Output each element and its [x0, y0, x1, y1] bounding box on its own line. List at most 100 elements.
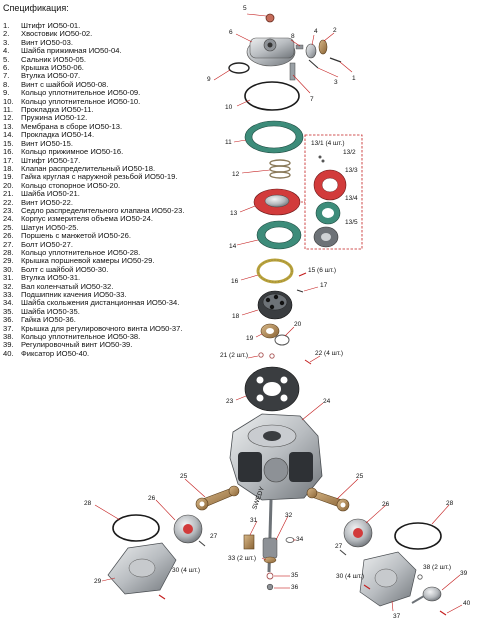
- spec-item-name: Вал коленчатый ИО50-32.: [21, 281, 114, 291]
- spec-item-name: Крышка поршневой камеры ИО50-29.: [21, 256, 155, 266]
- spec-item-number: 16.: [3, 147, 14, 157]
- part-bolts-right-30: [363, 584, 371, 590]
- spec-item: 24.Корпус измерителя объема ИО50-24.: [3, 214, 184, 223]
- callout-26-left: 26: [148, 495, 156, 502]
- spec-item-number: 30.: [3, 264, 14, 274]
- callout-38: 38 (2 шт.): [423, 564, 451, 571]
- callout-25-left: 25: [180, 473, 188, 480]
- spec-item: 1. Штифт ИО50-01.: [3, 21, 184, 30]
- part-bolts-left-30: [158, 594, 166, 600]
- spec-item: 36.Гайка ИО50-36.: [3, 315, 184, 325]
- callout-11: 11: [225, 139, 232, 146]
- callout-9: 9: [207, 76, 211, 83]
- spec-item: 32.Вал коленчатый ИО50-32.: [3, 281, 184, 291]
- callout-30-right: 30 (4 шт.): [336, 573, 364, 580]
- spec-item: 13.Мембрана в сборе ИО50-13.: [3, 122, 184, 131]
- part-bearings-33: [263, 556, 277, 564]
- spec-item-number: 20.: [3, 180, 14, 190]
- spec-item-name: Сальник ИО50-05.: [21, 54, 86, 64]
- callout-18: 18: [232, 313, 240, 320]
- spec-item-name: Фиксатор ИО50-40.: [21, 348, 90, 358]
- spec-item-number: 31.: [3, 273, 14, 283]
- spec-item-name: Поршень с манжетой ИО50-26.: [21, 231, 131, 241]
- spec-item: 8.Винт с шайбой ИО50-08.: [3, 79, 184, 89]
- part-screw-3: [308, 59, 319, 69]
- spec-item: 25.Шатун ИО50-25.: [3, 222, 184, 232]
- spec-item: 21.Шайба ИО50-21.: [3, 189, 184, 198]
- spec-item-number: 14.: [3, 130, 14, 140]
- part-oring-9: [228, 62, 250, 74]
- spec-item-name: Регулировочный винт ИО50-39.: [21, 340, 133, 350]
- spec-item-name: Шатун ИО50-25.: [21, 222, 79, 232]
- part-ring-16: [256, 258, 294, 284]
- callout-2: 2: [333, 27, 337, 34]
- spec-item-number: 6.: [3, 63, 10, 73]
- spec-item-number: 23.: [3, 205, 14, 215]
- part-gasket-11: [244, 120, 304, 154]
- spec-item: 4.Шайба прижимная ИО50-04.: [3, 46, 184, 55]
- membrane-detail-box: [301, 134, 363, 250]
- spec-item: 10. Кольцо уплотнительное ИО50-10.: [3, 96, 184, 106]
- callout-labels: 5 6 8 4 2 3 1 9 7 10 11 12 13 13/1 (4 шт…: [84, 5, 471, 620]
- part-bolt-left-27: [198, 540, 206, 547]
- callout-22: 22 (4 шт.): [315, 350, 343, 357]
- callout-5: 5: [243, 5, 247, 12]
- callout-37: 37: [393, 613, 401, 620]
- part-orings-38: [417, 574, 423, 580]
- part-nut-19: [260, 323, 280, 339]
- spec-item-name: Клапан распределительный ИО50-18.: [21, 163, 156, 173]
- spec-item: 26. Поршень с манжетой ИО50-26.: [3, 231, 184, 241]
- spec-item-number: 40.: [3, 348, 14, 358]
- spec-item-number: 39.: [3, 340, 14, 350]
- callout-13-5: 13/5: [345, 219, 358, 226]
- spec-item-name: Пружина ИО50-12.: [21, 113, 88, 123]
- spec-item-name: Подшипник качения ИО50-33.: [21, 290, 127, 299]
- spec-item-number: 3.: [3, 37, 10, 47]
- spec-item-name: Гайка круглая с наружной резьбой ИО50-19…: [21, 172, 178, 182]
- spec-item-number: 35.: [3, 306, 14, 316]
- callout-6: 6: [229, 29, 233, 36]
- spec-item-name: Втулка ИО50-31.: [21, 273, 81, 283]
- part-pin-1: [329, 57, 342, 63]
- spec-item-name: Винт ИО50-22.: [21, 197, 73, 207]
- spec-item-number: 1.: [3, 21, 10, 30]
- part-seal-5: [265, 13, 275, 23]
- spec-item-name: Болт с шайбой ИО50-30.: [21, 264, 109, 274]
- part-housing-24: [229, 413, 323, 501]
- spec-item-name: Штифт ИО50-01.: [21, 21, 81, 30]
- part-valve-18: [257, 290, 293, 320]
- callout-27-right: 27: [335, 543, 343, 550]
- spec-item-name: Кольцо уплотнительное ИО50-38.: [21, 332, 141, 342]
- callout-34: 34: [296, 536, 304, 543]
- spec-item-name: Кольцо уплотнительное ИО50-10.: [21, 96, 141, 106]
- callout-13: 13: [230, 210, 238, 217]
- callout-29: 29: [94, 578, 102, 585]
- callout-27-left: 27: [210, 533, 218, 540]
- callout-23: 23: [226, 398, 234, 405]
- spec-item-name: Гайка ИО50-36.: [21, 315, 76, 325]
- spec-item: 11.Прокладка ИО50-11.: [3, 105, 184, 114]
- spec-item-name: Крышка ИО50-06.: [21, 63, 84, 73]
- callout-13-3: 13/3: [345, 167, 358, 174]
- specification-list: 1.Штифт ИО50-01.2.Хвостовик ИО50-02.3.Ви…: [3, 21, 184, 358]
- part-washer-35: [266, 572, 274, 580]
- spec-item-number: 12.: [3, 113, 14, 123]
- spec-item-number: 18.: [3, 163, 14, 173]
- part-washers-21: [258, 352, 275, 359]
- spec-item: 23.Седло распределительного клапана ИО50…: [3, 205, 184, 215]
- spec-item: 22.Винт ИО50-22.: [3, 197, 184, 207]
- callout-13-1: 13/1 (4 шт.): [311, 140, 344, 147]
- spec-item-number: 8.: [3, 79, 10, 89]
- spec-item-number: 28.: [3, 247, 14, 257]
- part-screw-8: [295, 44, 304, 50]
- spec-item-number: 26.: [3, 231, 14, 241]
- part-piston-left-26: [173, 514, 203, 544]
- spec-item-number: 38.: [3, 332, 14, 342]
- spec-item-name: Винт ИО50-03.: [21, 37, 73, 47]
- spec-item-name: Винт ИО50-15.: [21, 138, 73, 148]
- spec-item: 34.Шайба скольжения дистанционная ИО50-3…: [3, 298, 184, 307]
- spec-item-number: 17.: [3, 155, 14, 165]
- spec-item: 6. Крышка ИО50-06.: [3, 63, 184, 73]
- spec-item-number: 10.: [3, 96, 14, 106]
- spec-item-number: 33.: [3, 290, 14, 299]
